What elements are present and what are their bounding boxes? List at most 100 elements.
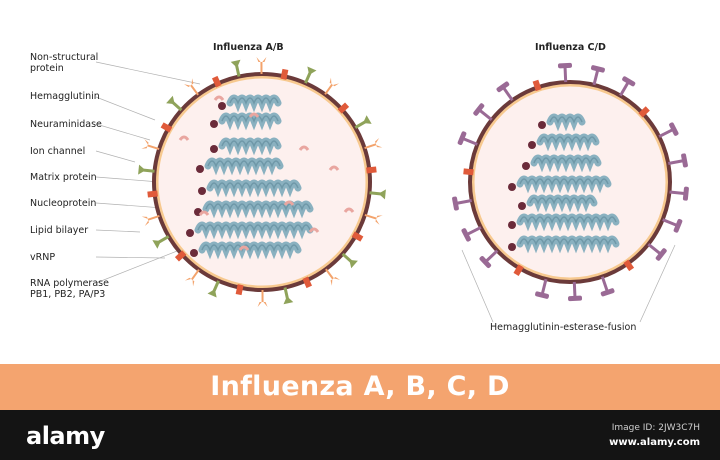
neuraminidase-head: [375, 138, 383, 148]
rnp-helix-shadow: [229, 97, 279, 106]
surface-protein: [230, 59, 241, 77]
neuraminidase-head: [330, 276, 340, 286]
neuraminidase-stalk: [147, 144, 160, 151]
vrnp-segment: [218, 94, 282, 113]
label-non-structural-protein: Non-structural protein: [30, 52, 99, 74]
neuraminidase-head: [257, 300, 268, 308]
hemagglutinin-head: [230, 59, 241, 68]
banner-title: Influenza A, B, C, D: [0, 364, 720, 410]
neuraminidase-head: [375, 215, 383, 225]
rnp-helix-shadow: [539, 136, 597, 145]
hemagglutinin-head: [378, 189, 386, 200]
hef-stalk: [502, 87, 514, 102]
hef-head: [568, 295, 583, 302]
lipid-bilayer: [152, 72, 372, 292]
surface-protein: [473, 103, 493, 121]
rnp-helix-shadow: [209, 182, 299, 191]
vrnp-segment: [518, 194, 598, 213]
surface-protein: [557, 62, 572, 83]
surface-protein: [623, 259, 635, 272]
hef-head: [457, 131, 467, 146]
hemagglutinin-head: [138, 164, 146, 175]
hef-head: [452, 196, 459, 211]
surface-protein: [283, 287, 294, 305]
title-influenza-ab: Influenza A/B: [213, 42, 284, 53]
surface-protein: [532, 79, 542, 92]
hef-stalk: [466, 226, 482, 236]
hemagglutinin-stalk: [234, 64, 241, 77]
neuraminidase-stalk: [260, 61, 263, 75]
nucleoprotein-fragment: [328, 165, 340, 171]
rna-polymerase: [198, 187, 206, 195]
surface-protein: [141, 214, 160, 226]
virus-illustration: [95, 56, 689, 323]
vrnp-segment: [508, 175, 612, 194]
surface-protein: [369, 189, 386, 200]
label-hemagglutinin: Hemagglutinin: [30, 91, 100, 102]
hemagglutinin-head: [152, 240, 161, 249]
ion-channel: [235, 284, 244, 296]
surface-protein: [669, 186, 689, 201]
vrnp-segment: [198, 179, 302, 198]
surface-protein: [184, 78, 199, 96]
rna-polymerase: [210, 145, 218, 153]
title-influenza-cd: Influenza C/D: [535, 42, 606, 53]
label-vrnp: vRNP: [30, 252, 56, 263]
surface-protein: [600, 276, 615, 297]
surface-protein: [364, 213, 383, 225]
hef-stalk: [563, 67, 568, 83]
ion-channel: [351, 231, 364, 242]
rna-polymerase: [508, 183, 516, 191]
nucleoprotein-fragment: [178, 135, 190, 141]
rna-polymerase: [210, 120, 218, 128]
surface-protein: [147, 190, 158, 198]
neuraminidase-head: [184, 78, 194, 88]
hef-head: [590, 65, 605, 73]
influenza-diagram: Influenza A/B Influenza C/D Non-structur…: [30, 42, 689, 333]
nucleoprotein-fragment: [238, 245, 250, 251]
rnp-helix-shadow: [549, 116, 583, 125]
surface-protein: [211, 75, 222, 88]
label-hemagglutinin-esterase-fusion: Hemagglutinin-esterase-fusion: [490, 322, 637, 333]
label-lipid-bilayer: Lipid bilayer: [30, 225, 89, 236]
nucleoprotein-fragment: [283, 200, 295, 206]
leader-line: [639, 244, 676, 323]
hemagglutinin-head: [283, 296, 294, 305]
surface-protein: [366, 166, 377, 174]
rna-polymerase: [508, 243, 516, 251]
hef-stalk: [485, 249, 499, 263]
surface-protein: [668, 153, 688, 168]
surface-protein: [513, 264, 524, 276]
neuraminidase-stalk: [190, 84, 199, 96]
hef-stalk: [619, 81, 630, 97]
neuraminidase-stalk: [324, 83, 333, 95]
surface-protein: [535, 278, 550, 299]
surface-protein: [658, 122, 679, 138]
ion-channel: [211, 75, 222, 88]
surface-protein: [280, 68, 289, 80]
hef-stalk: [662, 218, 678, 227]
rna-polymerase: [218, 102, 226, 110]
vrnp-segment: [210, 137, 282, 156]
neuraminidase-stalk: [261, 289, 264, 303]
hef-head: [655, 248, 667, 261]
surface-protein: [174, 250, 187, 262]
hef-head: [622, 76, 636, 87]
vrnp-segment: [538, 113, 586, 132]
vrnp-segment: [196, 157, 284, 176]
rna-polymerase: [518, 202, 526, 210]
hef-stalk: [658, 128, 674, 138]
vrnp-segment: [508, 213, 620, 232]
rnp-helix-shadow: [197, 224, 311, 233]
vrnp-segment: [522, 154, 602, 173]
nucleoprotein-fragment: [343, 207, 355, 213]
surface-protein: [457, 131, 478, 146]
surface-protein: [619, 76, 636, 97]
surface-protein: [257, 289, 268, 308]
hef-stalk: [479, 109, 493, 121]
label-matrix-protein: Matrix protein: [30, 172, 97, 183]
surface-protein: [166, 95, 183, 112]
hef-head: [496, 81, 510, 93]
rnp-helix-shadow: [205, 203, 311, 212]
rna-polymerase: [538, 121, 546, 129]
